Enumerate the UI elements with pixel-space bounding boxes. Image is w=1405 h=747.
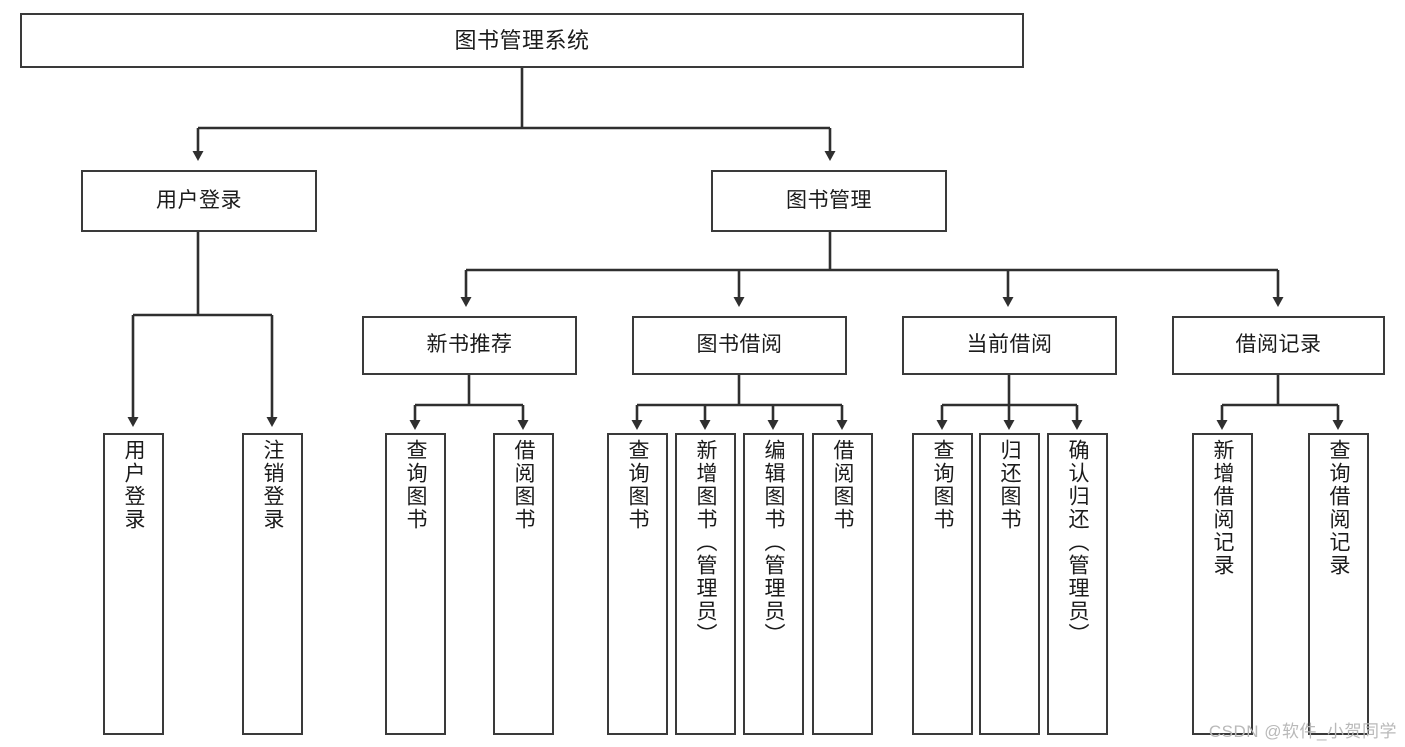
node-book-management[interactable]: 图书管理 xyxy=(711,170,947,232)
node-label: 编辑图书（管理员） xyxy=(762,439,785,646)
node-label: 借阅图书 xyxy=(512,439,535,531)
node-book-borrow[interactable]: 图书借阅 xyxy=(632,316,847,375)
leaf-current-query-book[interactable]: 查询图书 xyxy=(912,433,973,735)
node-label: 查询图书 xyxy=(931,439,954,531)
leaf-borrow-borrow-book[interactable]: 借阅图书 xyxy=(812,433,873,735)
leaf-user-login-login[interactable]: 用户登录 xyxy=(103,433,164,735)
node-label: 确认归还（管理员） xyxy=(1066,439,1089,646)
leaf-recommend-borrow-book[interactable]: 借阅图书 xyxy=(493,433,554,735)
node-current-borrow[interactable]: 当前借阅 xyxy=(902,316,1117,375)
node-label: 用户登录 xyxy=(122,439,145,531)
leaf-borrow-query-book[interactable]: 查询图书 xyxy=(607,433,668,735)
node-label: 图书管理 xyxy=(786,188,872,212)
node-label: 注销登录 xyxy=(261,439,284,531)
node-label: 查询借阅记录 xyxy=(1327,439,1350,577)
node-label: 新增图书（管理员） xyxy=(694,439,717,646)
leaf-recommend-query-book[interactable]: 查询图书 xyxy=(385,433,446,735)
node-label: 新增借阅记录 xyxy=(1211,439,1234,577)
node-root-system[interactable]: 图书管理系统 xyxy=(20,13,1024,68)
leaf-current-confirm-return-admin[interactable]: 确认归还（管理员） xyxy=(1047,433,1108,735)
node-label: 图书管理系统 xyxy=(454,27,590,53)
leaf-current-return-book[interactable]: 归还图书 xyxy=(979,433,1040,735)
node-label: 查询图书 xyxy=(626,439,649,531)
leaf-borrow-edit-book-admin[interactable]: 编辑图书（管理员） xyxy=(743,433,804,735)
leaf-record-query-record[interactable]: 查询借阅记录 xyxy=(1308,433,1369,735)
csdn-watermark: CSDN @软件_小贺同学 xyxy=(1208,722,1397,741)
node-label: 归还图书 xyxy=(998,439,1021,531)
node-label: 新书推荐 xyxy=(426,333,513,357)
node-label: 当前借阅 xyxy=(966,333,1053,357)
node-label: 查询图书 xyxy=(404,439,427,531)
node-user-login[interactable]: 用户登录 xyxy=(81,170,317,232)
node-new-book-recommend[interactable]: 新书推荐 xyxy=(362,316,577,375)
leaf-borrow-add-book-admin[interactable]: 新增图书（管理员） xyxy=(675,433,736,735)
node-label: 用户登录 xyxy=(156,188,242,212)
leaf-user-login-logout[interactable]: 注销登录 xyxy=(242,433,303,735)
leaf-record-add-record[interactable]: 新增借阅记录 xyxy=(1192,433,1253,735)
node-borrow-record[interactable]: 借阅记录 xyxy=(1172,316,1385,375)
node-label: 图书借阅 xyxy=(696,333,783,357)
node-label: 借阅图书 xyxy=(831,439,854,531)
node-label: 借阅记录 xyxy=(1235,333,1322,357)
